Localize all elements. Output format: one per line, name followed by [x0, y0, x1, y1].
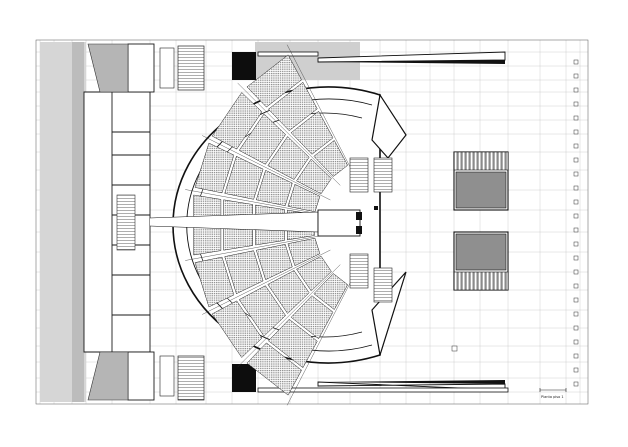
seating-block	[268, 81, 318, 132]
radial-aisle	[185, 189, 326, 216]
grid-marker	[573, 297, 579, 303]
hatched-wedge-top	[87, 43, 129, 93]
grid-marker	[573, 199, 579, 205]
grid-marker	[573, 157, 579, 163]
stair-core-top	[159, 45, 205, 91]
hatched-wedge-bottom	[87, 351, 129, 401]
grid-marker	[573, 367, 579, 373]
seating-block	[238, 285, 286, 337]
grid-marker	[573, 213, 579, 219]
base-line	[257, 387, 509, 393]
seating-block	[255, 169, 293, 206]
grid-marker	[573, 339, 579, 345]
grid-marker	[573, 73, 579, 79]
seating-block	[268, 318, 318, 369]
drawing-border	[35, 39, 589, 405]
seating-block	[238, 113, 286, 165]
grid-marker	[573, 171, 579, 177]
seating-block	[246, 342, 302, 396]
scale-bar-label: Planta piso 1	[541, 395, 564, 399]
grid-marker	[573, 87, 579, 93]
seating-block	[287, 237, 321, 267]
seating-block	[313, 273, 349, 310]
grid-marker	[573, 59, 579, 65]
site-marker	[451, 345, 458, 352]
wedge-wall-top-inner	[318, 60, 505, 64]
lobby-block	[83, 43, 155, 401]
stair-core-bottom	[159, 355, 205, 401]
grid-markers-right	[573, 59, 579, 387]
wedge-wall-bottom-inner	[318, 380, 505, 384]
seating-block	[194, 256, 235, 308]
seating-area	[185, 44, 355, 406]
scale-bar: Planta piso 1	[539, 388, 567, 399]
stage-column-2	[356, 226, 362, 234]
seating-block	[290, 295, 334, 340]
seating-block	[287, 183, 321, 213]
grid-marker	[573, 185, 579, 191]
seating-block	[296, 158, 332, 195]
hall-stair-top-right	[373, 157, 393, 193]
seating-block	[267, 136, 310, 180]
radial-aisle	[185, 234, 326, 261]
stage-column-3	[374, 206, 378, 210]
seating-block	[224, 250, 264, 295]
seating-block	[255, 244, 293, 281]
seating-block	[296, 255, 332, 292]
grid-marker	[573, 381, 579, 387]
seating-block	[211, 300, 263, 358]
radial-aisle	[286, 275, 355, 406]
radial-aisle	[202, 135, 331, 201]
grid-marker	[573, 269, 579, 275]
grid-marker	[573, 325, 579, 331]
radial-aisle	[237, 264, 341, 368]
pavilion-top	[453, 151, 509, 211]
seating-block	[224, 155, 264, 200]
hall-stair-bottom	[349, 253, 369, 289]
seating-block	[246, 54, 302, 108]
radial-aisle	[202, 249, 331, 315]
black-block-top	[232, 52, 256, 80]
grid-marker	[573, 311, 579, 317]
seating-block	[313, 140, 349, 177]
grid-marker	[573, 129, 579, 135]
stage-edge	[317, 209, 361, 237]
seating-block	[194, 142, 235, 194]
radial-aisle	[286, 44, 355, 175]
grid-marker	[573, 143, 579, 149]
seating-block	[211, 92, 263, 150]
seating-block	[290, 110, 334, 155]
hall-stair-bottom-right	[373, 267, 393, 303]
grid-marker	[573, 227, 579, 233]
pavilion-bottom	[453, 231, 509, 291]
grid-marker	[573, 283, 579, 289]
radial-aisle	[237, 82, 341, 186]
grid-marker	[573, 353, 579, 359]
stage-column-1	[356, 212, 362, 220]
black-block-bottom	[232, 364, 256, 392]
grid-marker	[573, 241, 579, 247]
grid-marker	[573, 115, 579, 121]
hall-stair-top	[349, 157, 369, 193]
grid-marker	[573, 101, 579, 107]
grid-marker	[573, 255, 579, 261]
seating-block	[267, 270, 310, 314]
left-hatched-strip	[40, 42, 86, 402]
